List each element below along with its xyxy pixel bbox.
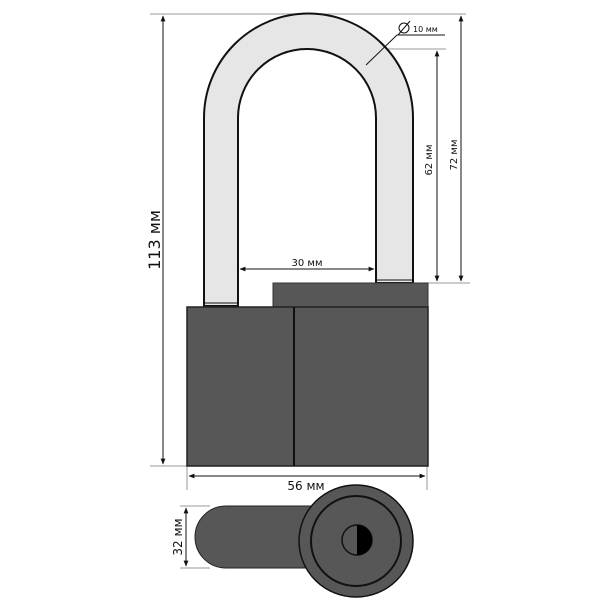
keyhole-icon xyxy=(341,524,373,556)
label-30: 30 мм xyxy=(292,258,323,269)
diameter-icon xyxy=(397,20,411,36)
label-62: 62 мм xyxy=(424,145,435,176)
label-56: 56 мм xyxy=(287,479,324,493)
label-32: 32 мм xyxy=(171,518,185,555)
label-diameter: 10 мм xyxy=(413,25,438,34)
bottom-view-body xyxy=(194,505,313,569)
label-total-height: 113 мм xyxy=(145,210,164,270)
body-top-block xyxy=(272,282,429,309)
lock-body xyxy=(186,306,429,467)
diameter-leader xyxy=(365,34,398,66)
label-72: 72 мм xyxy=(449,140,460,171)
shackle xyxy=(203,12,414,307)
cylinder-ring xyxy=(310,495,402,587)
